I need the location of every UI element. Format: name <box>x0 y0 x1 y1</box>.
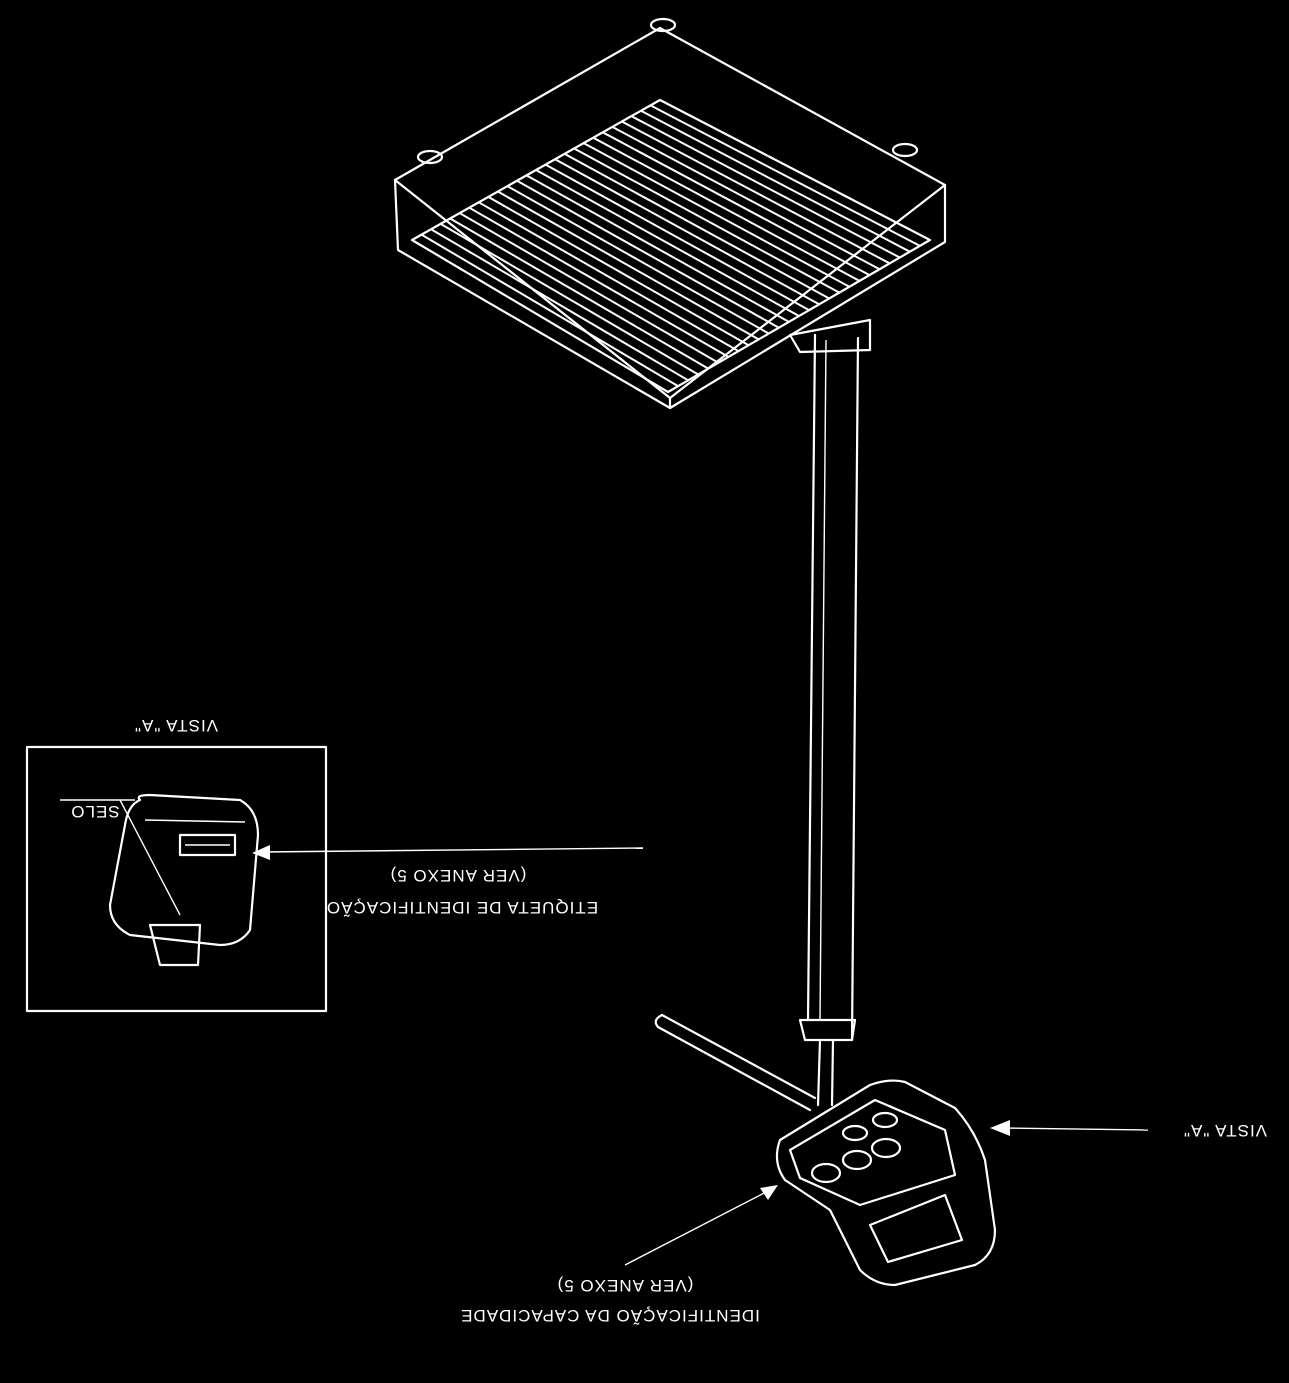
grating-rib <box>630 115 901 259</box>
button-2-icon <box>841 1149 873 1171</box>
capacity-pointer <box>624 1185 778 1266</box>
button-1-icon <box>810 1162 842 1184</box>
scale-column <box>788 318 872 1107</box>
button-5-icon <box>871 1111 899 1129</box>
grating-rib <box>583 142 850 288</box>
grating-rib <box>602 131 871 276</box>
grating-rib <box>449 217 709 370</box>
weight-indicator <box>775 1079 997 1287</box>
id-label-caption: ETIQUETA DE IDENTIFICAÇÃO <box>326 898 598 917</box>
grating-rib <box>421 233 679 388</box>
grating-rib <box>468 206 729 358</box>
button-3-icon <box>870 1137 902 1159</box>
capacity-reference: (VER ANEXO 5) <box>557 1276 694 1295</box>
view-a-inset: VISTA "A" SELO <box>25 716 644 1013</box>
id-label-plate <box>178 833 237 857</box>
platform-grating <box>421 104 921 388</box>
grating-rib <box>506 185 770 335</box>
grating-rib <box>525 174 790 323</box>
grating-rib <box>649 104 921 247</box>
grating-rib <box>611 126 881 271</box>
grating-rib <box>573 147 840 294</box>
grating-rib <box>640 109 911 253</box>
grating-rib <box>459 212 719 364</box>
display-window <box>868 1193 964 1264</box>
button-4-icon <box>841 1124 869 1142</box>
grating-rib <box>535 169 800 317</box>
grating-rib <box>478 201 740 352</box>
id-label-reference: (VER ANEXO 5) <box>390 866 527 885</box>
support-rod <box>654 1013 817 1112</box>
view-a-pointer-label: VISTA "A" <box>1183 1121 1267 1140</box>
scale-platform <box>393 17 947 410</box>
grating-rib <box>516 179 780 329</box>
seal-label: SELO <box>70 802 119 821</box>
view-a-title: VISTA "A" <box>134 716 218 735</box>
grating-rib <box>497 190 760 341</box>
grating-rib <box>440 222 699 376</box>
grating-rib <box>554 158 820 306</box>
grating-rib <box>564 152 830 300</box>
grating-rib <box>487 196 750 347</box>
grating-rib <box>592 136 860 282</box>
grating-rib <box>545 163 810 312</box>
grating-rib <box>430 228 689 382</box>
grating-rib <box>621 120 891 265</box>
view-a-pointer: VISTA "A" <box>990 1120 1267 1140</box>
capacity-caption: IDENTIFICAÇÃO DA CAPACIDADE <box>460 1306 760 1325</box>
